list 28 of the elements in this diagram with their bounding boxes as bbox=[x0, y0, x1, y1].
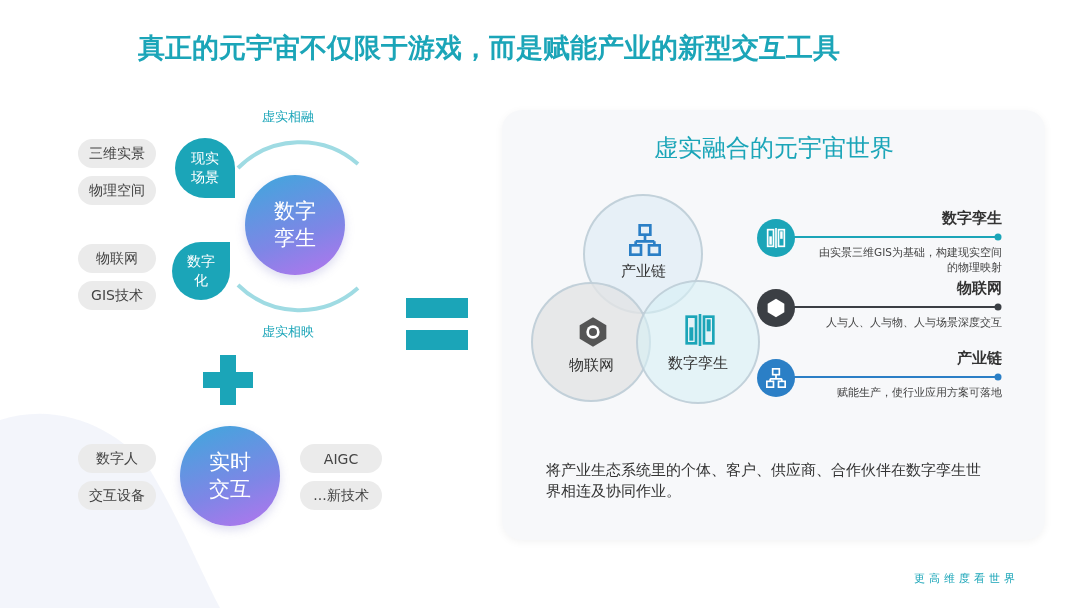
item-description: 人与人、人与物、人与场景深度交互 bbox=[825, 315, 1002, 330]
item-heading: 物联网 bbox=[957, 279, 1002, 298]
tag-pill: 物理空间 bbox=[78, 176, 156, 205]
arc-label: 虚实相融 bbox=[262, 108, 314, 126]
speech-bubble: 数字化 bbox=[172, 242, 230, 300]
gradient-circle: 数字孪生 bbox=[245, 175, 345, 275]
tag-pill: GIS技术 bbox=[78, 281, 156, 310]
slogan-text: 更高维度看世界 bbox=[914, 571, 1019, 586]
tag-pill: AIGC bbox=[300, 444, 382, 473]
gradient-circle: 实时交互 bbox=[180, 426, 280, 526]
circle-label: 产业链 bbox=[619, 262, 667, 281]
tag-pill: 物联网 bbox=[78, 244, 156, 273]
description-text: 将产业生态系统里的个体、客户、供应商、合作伙伴在数字孪生世界相连及协同作业。 bbox=[546, 460, 982, 502]
tag-pill: 交互设备 bbox=[78, 481, 156, 510]
circle-label: 数字孪生 bbox=[667, 354, 729, 373]
circle-label: 物联网 bbox=[567, 356, 615, 375]
item-heading: 数字孪生 bbox=[942, 209, 1002, 228]
arc-label: 虚实相映 bbox=[262, 323, 314, 341]
speech-bubble: 现实场景 bbox=[175, 138, 235, 198]
item-heading: 产业链 bbox=[957, 349, 1002, 368]
item-description: 赋能生产，使行业应用方案可落地 bbox=[836, 385, 1002, 400]
page-title: 真正的元宇宙不仅限于游戏，而是赋能产业的新型交互工具 bbox=[138, 31, 840, 65]
tag-pill: 三维实景 bbox=[78, 139, 156, 168]
tag-pill: 数字人 bbox=[78, 444, 156, 473]
tag-pill: ...新技术 bbox=[300, 481, 382, 510]
item-description: 由实景三维GIS为基础，构建现实空间的物理映射 bbox=[818, 245, 1002, 275]
panel-title: 虚实融合的元宇宙世界 bbox=[652, 133, 895, 164]
card-background bbox=[502, 110, 1045, 540]
